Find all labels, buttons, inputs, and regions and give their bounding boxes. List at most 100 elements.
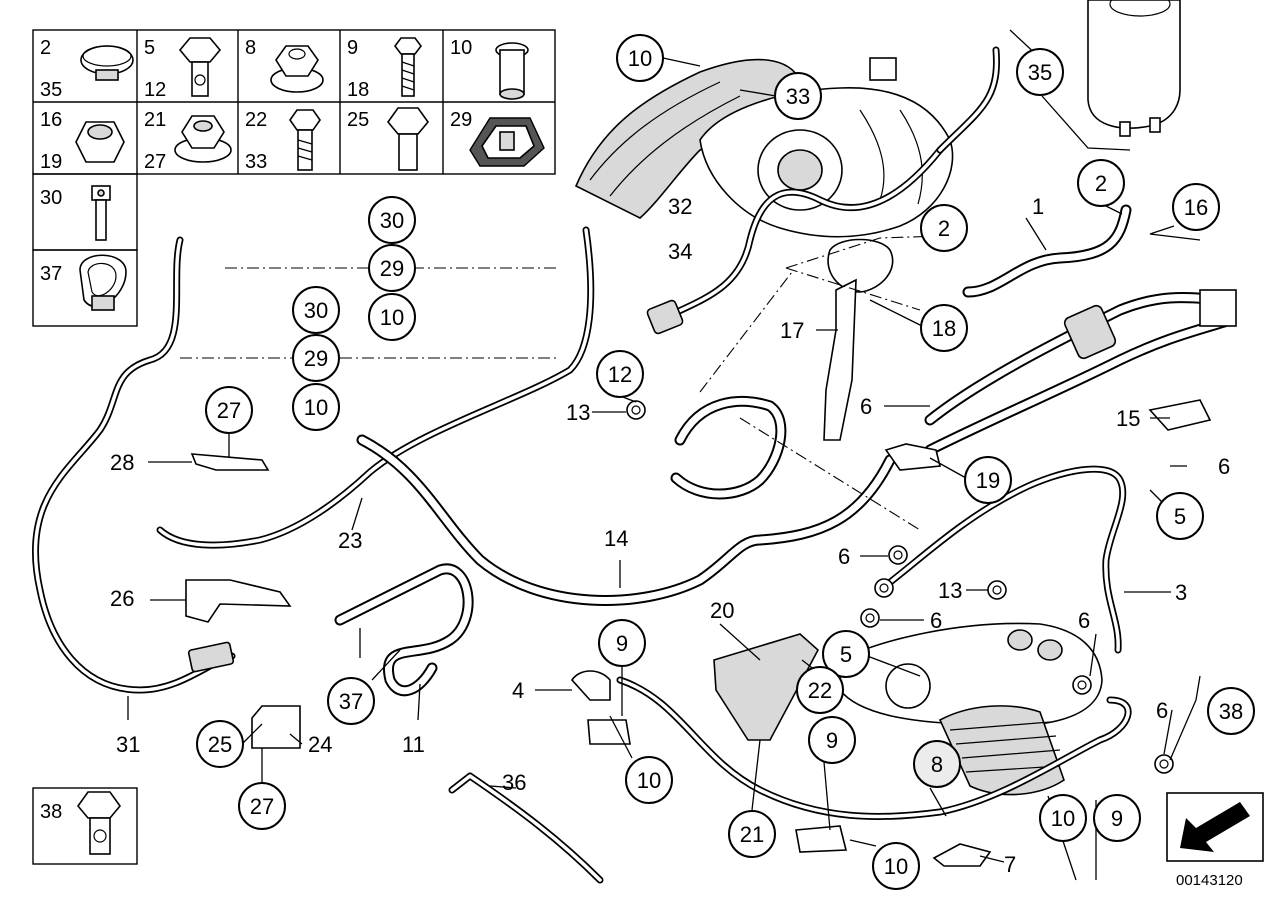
part-label-26[interactable]: 26 (110, 586, 134, 611)
callout-10[interactable]: 10 (872, 842, 920, 890)
part-label-11[interactable]: 11 (402, 732, 425, 757)
bracket-19[interactable] (884, 443, 942, 471)
part-label-28[interactable]: 28 (110, 450, 134, 475)
legend-cell-7[interactable]: 21 27 (144, 109, 232, 173)
legend-cell-2[interactable]: 5 12 (144, 37, 222, 101)
callout-19[interactable]: 19 (964, 456, 1012, 504)
heat-shield[interactable] (574, 58, 801, 219)
feed-line[interactable] (876, 465, 1127, 654)
return-line[interactable] (32, 236, 236, 694)
callout-37[interactable]: 37 (327, 677, 375, 725)
callout-16[interactable]: 16 (1172, 183, 1220, 231)
bracket-28[interactable] (190, 453, 270, 471)
part-label-31[interactable]: 31 (116, 732, 140, 757)
cable-tie-36[interactable] (448, 772, 604, 884)
legend-cell-11[interactable]: 30 (40, 185, 111, 241)
legend-cell-4[interactable]: 9 18 (347, 37, 422, 101)
bracket-lower-b[interactable] (795, 825, 848, 853)
callout-30[interactable]: 30 (292, 286, 340, 334)
bracket-4[interactable] (570, 670, 611, 701)
callout-9[interactable]: 9 (598, 619, 646, 667)
legend-cell-6[interactable]: 16 19 (40, 109, 125, 173)
callout-10[interactable]: 10 (292, 383, 340, 431)
sealing-washer[interactable] (1072, 675, 1092, 695)
part-label-13[interactable]: 13 (938, 578, 962, 603)
callout-38[interactable]: 38 (1207, 687, 1255, 735)
part-label-4[interactable]: 4 (512, 678, 524, 703)
pump-outlet-pipe[interactable] (646, 46, 1000, 335)
sealing-washer[interactable] (987, 580, 1007, 600)
part-label-3[interactable]: 3 (1175, 580, 1187, 605)
part-label-14[interactable]: 14 (604, 526, 628, 551)
callout-29[interactable]: 29 (292, 334, 340, 382)
callout-27[interactable]: 27 (238, 782, 286, 830)
callout-5[interactable]: 5 (1156, 492, 1204, 540)
legend-cell-5[interactable]: 10 (450, 37, 529, 100)
suction-hose[interactable] (962, 204, 1132, 298)
part-label-36[interactable]: 36 (502, 770, 526, 795)
hose-11[interactable] (334, 563, 474, 697)
callout-12[interactable]: 12 (596, 350, 644, 398)
callout-9[interactable]: 9 (1093, 794, 1141, 842)
callout-2[interactable]: 2 (920, 204, 968, 252)
sealing-washer[interactable] (1154, 754, 1174, 774)
part-label-32[interactable]: 32 (668, 194, 692, 219)
callout-27[interactable]: 27 (205, 386, 253, 434)
legend-cell-12[interactable]: 37 (40, 254, 127, 311)
callout-22[interactable]: 22 (796, 666, 844, 714)
pressure-hose[interactable] (356, 434, 896, 606)
part-label-6[interactable]: 6 (930, 608, 942, 633)
bracket-20[interactable] (713, 633, 820, 741)
part-label-23[interactable]: 23 (338, 528, 362, 553)
bracket-lower-a[interactable] (587, 719, 631, 745)
part-label-6[interactable]: 6 (838, 544, 850, 569)
part-label-34[interactable]: 34 (668, 239, 692, 264)
part-label-24[interactable]: 24 (308, 732, 332, 757)
part-label-7[interactable]: 7 (1004, 852, 1016, 877)
callout-5[interactable]: 5 (822, 630, 870, 678)
part-label-15[interactable]: 15 (1116, 406, 1140, 431)
part-label-6[interactable]: 6 (1218, 454, 1230, 479)
callout-9[interactable]: 9 (808, 716, 856, 764)
callout-10[interactable]: 10 (616, 34, 664, 82)
part-label-6[interactable]: 6 (1156, 698, 1168, 723)
sealing-washer[interactable] (888, 545, 908, 565)
part-label-1[interactable]: 1 (1032, 194, 1044, 219)
part-label-13[interactable]: 13 (566, 400, 590, 425)
fluid-reservoir[interactable] (1087, 0, 1181, 137)
bracket-26[interactable] (185, 579, 292, 623)
bracket-17[interactable] (823, 278, 857, 441)
callout-30[interactable]: 30 (368, 196, 416, 244)
legend-cell-9[interactable]: 25 (347, 107, 430, 171)
part-label-17[interactable]: 17 (780, 318, 804, 343)
callout-29[interactable]: 29 (368, 244, 416, 292)
part-label-20[interactable]: 20 (710, 598, 734, 623)
callout-10[interactable]: 10 (625, 756, 673, 804)
bracket-7[interactable] (932, 843, 992, 867)
lower-return-line[interactable] (616, 676, 1132, 821)
bracket-15[interactable] (1148, 399, 1212, 431)
steering-gear[interactable] (839, 622, 1103, 796)
legend-cell-10[interactable]: 29 (450, 109, 545, 167)
part-label-6[interactable]: 6 (1078, 608, 1090, 633)
legend-cell-1[interactable]: 2 35 (40, 37, 134, 101)
callout-21[interactable]: 21 (728, 810, 776, 858)
callout-10[interactable]: 10 (1039, 794, 1087, 842)
bracket-24[interactable] (251, 705, 301, 749)
part-label-6[interactable]: 6 (860, 394, 872, 419)
sealing-washer[interactable] (860, 608, 880, 628)
legend-cell-13[interactable]: 38 (40, 791, 122, 855)
sealing-washer[interactable] (626, 400, 646, 420)
callout-25[interactable]: 25 (196, 720, 244, 768)
callout-8[interactable]: 8 (913, 740, 961, 788)
callout-10[interactable]: 10 (368, 293, 416, 341)
callout-33[interactable]: 33 (774, 72, 822, 120)
legend-cell-3[interactable]: 8 (245, 37, 324, 93)
callout-2[interactable]: 2 (1077, 159, 1125, 207)
callout-18[interactable]: 18 (920, 304, 968, 352)
callout-35[interactable]: 35 (1016, 48, 1064, 96)
sealing-washer[interactable] (874, 578, 894, 598)
legend-cell-8[interactable]: 22 33 (245, 109, 321, 173)
loop-hose[interactable] (670, 395, 787, 500)
cooler-hoses[interactable] (924, 289, 1237, 456)
